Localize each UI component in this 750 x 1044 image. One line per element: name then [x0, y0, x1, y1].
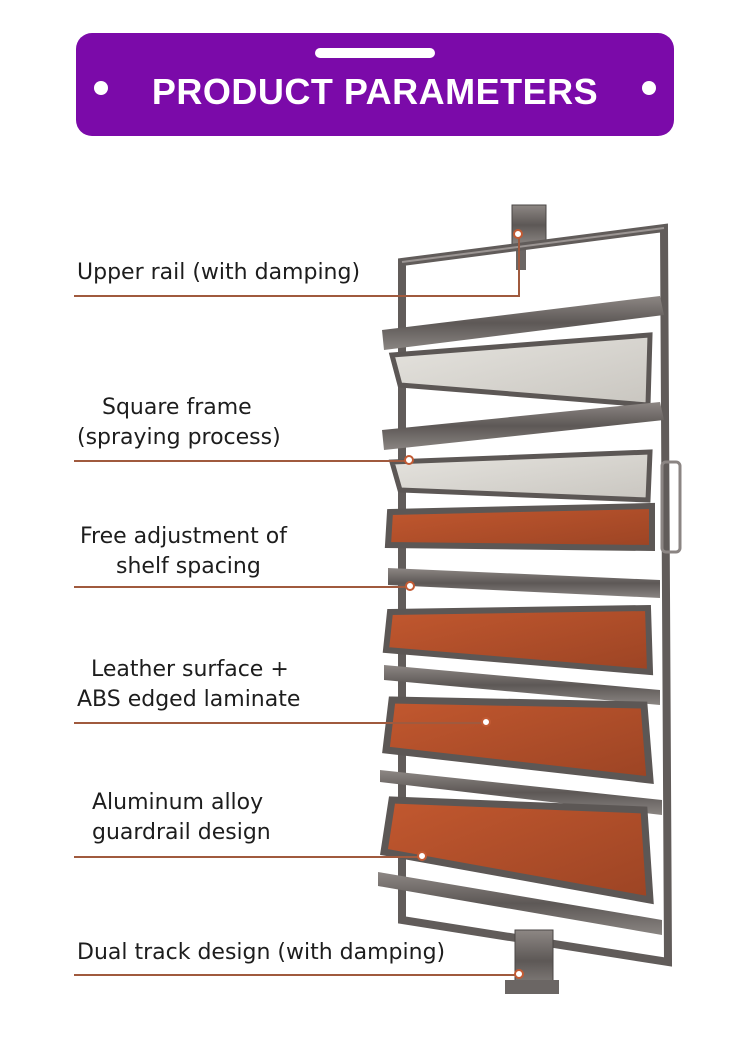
shelf-2	[382, 402, 664, 503]
banner-dot-right	[642, 81, 656, 95]
marker-shelf-spacing	[405, 581, 415, 591]
banner-decor-bar	[315, 48, 435, 58]
callout-square-frame-line1: Square frame	[102, 395, 252, 420]
marker-square-frame	[404, 455, 414, 465]
header-banner: PRODUCT PARAMETERS	[76, 33, 674, 136]
callout-guardrail-line2: guardrail design	[92, 820, 271, 845]
marker-upper-rail	[513, 229, 523, 239]
callout-leather-line1: Leather surface +	[91, 657, 289, 682]
banner-dot-left	[94, 81, 108, 95]
leader-line-upper-rail	[74, 295, 520, 297]
callout-guardrail-line1: Aluminum alloy	[92, 790, 264, 815]
leader-line-upper-rail-vertical	[518, 237, 520, 296]
leader-line-square-frame	[74, 460, 408, 462]
side-handle	[660, 460, 682, 554]
shelf-6	[378, 796, 662, 935]
callout-dual-track: Dual track design (with damping)	[77, 940, 446, 965]
callout-upper-rail: Upper rail (with damping)	[77, 260, 361, 285]
bottom-bracket	[505, 929, 559, 994]
shelf-1	[382, 296, 664, 408]
marker-dual-track	[514, 969, 524, 979]
leader-line-leather	[74, 722, 486, 724]
callout-leather-line2: ABS edged laminate	[77, 687, 301, 712]
leader-line-shelf-spacing	[74, 586, 410, 588]
marker-leather	[481, 717, 491, 727]
page-title: PRODUCT PARAMETERS	[151, 71, 599, 112]
leader-line-dual-track	[74, 974, 518, 976]
callout-shelf-spacing-line2: shelf spacing	[116, 554, 261, 579]
shelf-3	[384, 502, 660, 598]
callout-square-frame-line2: (spraying process)	[77, 425, 281, 450]
callout-shelf-spacing-line1: Free adjustment of	[80, 524, 288, 549]
shelf-4	[382, 604, 660, 705]
shelf-5	[380, 696, 662, 815]
marker-guardrail	[417, 851, 427, 861]
leader-line-guardrail	[74, 856, 422, 858]
